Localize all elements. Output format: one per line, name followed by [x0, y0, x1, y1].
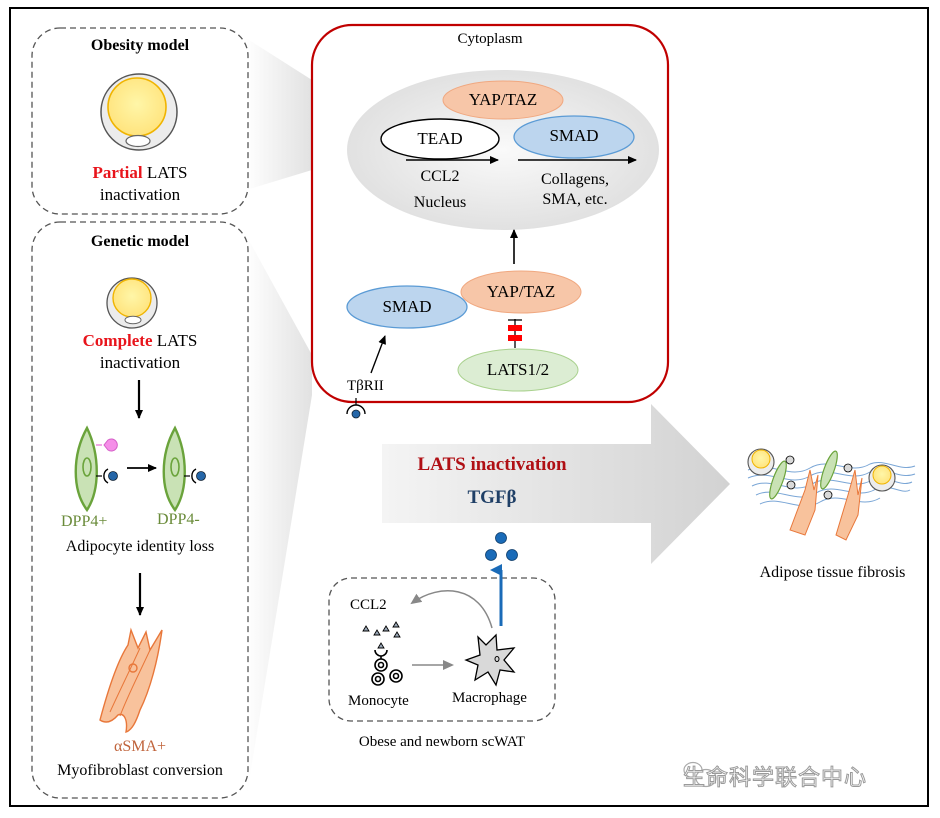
dpp4-positive-label: DPP4+: [61, 513, 108, 530]
lats-label: LATS: [142, 163, 188, 182]
adipocyte-icon-small: [106, 277, 158, 329]
yap-taz-cytoplasmic: [460, 270, 582, 314]
smad-nuclear: [513, 115, 635, 159]
tgfb-label: TGFβ: [467, 487, 517, 508]
obesity-model-caption: Partial LATS inactivation: [32, 162, 248, 206]
inhibition-symbol: [508, 319, 522, 348]
zoom-funnel-top: [246, 38, 312, 190]
ccl2-chemokine-icon: [362, 621, 401, 649]
yap-taz-nuclear: [442, 80, 564, 120]
dpp4-positive-cell-icon: [74, 425, 118, 513]
complete-highlight: Complete: [82, 331, 153, 350]
tgfb-receptor-icon: [346, 398, 366, 419]
receptor-to-smad-arrow: [370, 335, 386, 374]
identity-loss-label: Adipocyte identity loss: [65, 538, 215, 555]
nucleus-label: Nucleus: [413, 194, 467, 211]
tead: [380, 118, 500, 160]
lats-label: LATS: [152, 331, 198, 350]
yap-taz-cytoplasmic-label: YAP/TAZ: [486, 282, 556, 301]
smad-cytoplasmic-label: SMAD: [382, 297, 432, 316]
genetic-model-title: Genetic model: [90, 233, 190, 250]
monocyte-label: Monocyte: [348, 693, 409, 709]
genetic-model-box: [31, 221, 249, 799]
immune-caption: Obese and newborn scWAT: [358, 734, 526, 750]
myofibroblast-icon: [99, 627, 163, 734]
inactivation-label: inactivation: [99, 185, 181, 204]
ccl2-target-label: CCL2: [420, 168, 460, 185]
wechat-icon: [683, 761, 717, 788]
obesity-model-title: Obesity model: [90, 37, 190, 54]
big-arrow: [382, 404, 730, 564]
lats-inactivation-label: LATS inactivation: [417, 454, 567, 475]
ccl2-feedback-arrow: [410, 590, 493, 629]
nucleus: [347, 70, 659, 230]
adipose-fibrosis-icon: [747, 448, 916, 541]
partial-highlight: Partial: [92, 163, 143, 182]
targets-line1: Collagens,: [541, 171, 609, 188]
dpp4-negative-cell-icon: [162, 425, 206, 513]
asma-label: αSMA+: [113, 738, 167, 755]
adipocyte-icon-large: [100, 73, 178, 151]
yap-taz-nuclear-label: YAP/TAZ: [468, 90, 538, 109]
watermark: 生命科学联合中心: [682, 766, 868, 792]
monocyte-icon: [371, 649, 403, 686]
fibrosis-caption: Adipose tissue fibrosis: [759, 564, 906, 581]
ccl2-label: CCL2: [350, 597, 387, 613]
lats12-label: LATS1/2: [486, 360, 550, 379]
tead-label: TEAD: [417, 129, 463, 148]
cytoplasm-title: Cytoplasm: [457, 31, 523, 47]
zoom-funnel-bottom: [246, 235, 312, 800]
tgfb-dots-icon: [485, 532, 518, 561]
inactivation-label: inactivation: [99, 353, 181, 372]
targets-line2: SMA, etc.: [542, 191, 608, 208]
myofibroblast-label: Myofibroblast conversion: [57, 762, 223, 779]
smad-cytoplasmic: [346, 285, 468, 329]
figure-frame: [9, 7, 929, 807]
smad-nuclear-label: SMAD: [549, 126, 599, 145]
macrophage-label: Macrophage: [452, 690, 527, 706]
lats12: [457, 348, 579, 392]
immune-box: [328, 577, 556, 722]
macrophage-icon: [464, 633, 516, 687]
receptor-label: TβRII: [347, 378, 384, 394]
genetic-model-caption: Complete LATS inactivation: [32, 330, 248, 374]
dpp4-negative-label: DPP4-: [157, 511, 200, 528]
